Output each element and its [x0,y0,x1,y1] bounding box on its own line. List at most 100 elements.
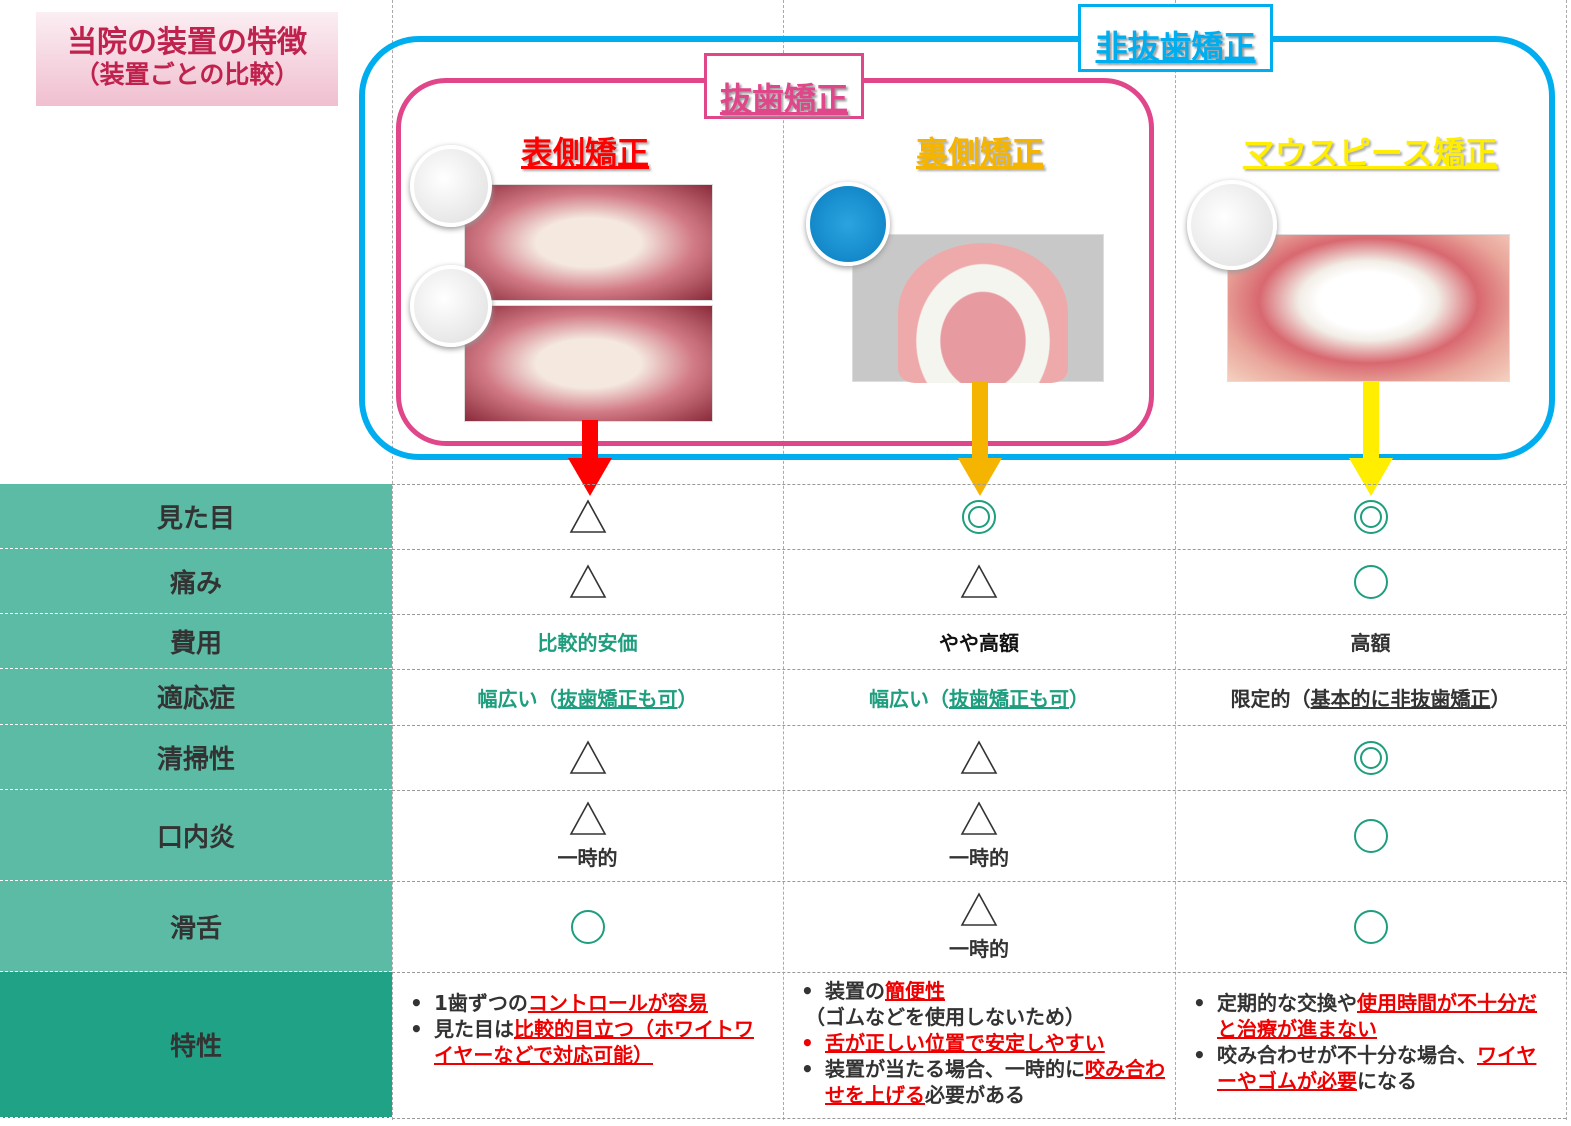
grid-line [392,725,1566,726]
table-cell: やや高額 [783,614,1175,669]
traits-text: 咬み合わせが不十分な場合、 [1217,1043,1477,1067]
page-title: 当院の装置の特徴 （装置ごとの比較） [36,12,338,106]
table-cell [392,484,783,549]
grid-line [392,549,1566,550]
row-label: 口内炎 [0,790,392,881]
aligner-tray-image [1187,180,1277,270]
table-cell [1175,484,1566,549]
traits-item: 見た目は比較的目立つ（ホワイトワイヤーなどで対応可能） [406,1016,773,1068]
cell-text-part: ） [677,686,698,711]
table-cell [783,549,1175,614]
title-line1: 当院の装置の特徴 [67,25,307,60]
extraction-label: 抜歯矯正 [704,53,864,119]
row-label: 特性 [0,972,392,1118]
lingual-bracket-image [806,182,890,266]
triangle-icon [569,801,606,835]
table-cell: 幅広い（抜歯矯正も可） [783,669,1175,725]
row-label: 費用 [0,614,392,669]
traits-item: 1歯ずつのコントロールが容易 [406,990,773,1016]
grid-line [392,0,393,1120]
cell-text-part: 限定的（ [1230,686,1311,711]
grid-line [392,614,1566,615]
table-cell: 高額 [1175,614,1566,669]
non-extraction-label: 非抜歯矯正 [1078,4,1273,72]
traits-item: 定期的な交換や使用時間が不十分だと治療が進まない [1189,990,1556,1042]
table-cell: 一時的 [783,881,1175,972]
grid-line [1566,0,1567,1120]
table-cell [1175,549,1566,614]
cell-note: 一時的 [557,846,618,870]
triangle-icon [960,892,998,926]
non-extraction-frame [359,36,1555,460]
title-line2: （装置ごとの比較） [74,60,300,89]
cell-text: やや高額 [939,631,1019,655]
cell-text-part: 抜歯矯正も可 [949,686,1069,711]
aligner-smile-photo [1227,234,1510,382]
table-cell: 一時的 [392,790,783,881]
arrow-lingual [958,382,1002,496]
column-heading-lingual: 裏側矯正 [915,134,1044,172]
cell-text: 比較的安価 [537,631,638,655]
triangle-icon [960,801,998,835]
table-cell [392,549,783,614]
table-cell: 一時的 [783,790,1175,881]
traits-list: 定期的な交換や使用時間が不十分だと治療が進まない咬み合わせが不十分な場合、ワイヤ… [1189,990,1556,1094]
cell-text: 限定的（基本的に非抜歯矯正） [1231,683,1511,712]
row-label: 見た目 [0,484,392,549]
traits-text: 簡便性 [885,979,945,1003]
cell-text-part: 抜歯矯正も可 [557,686,678,711]
traits-text: 定期的な交換や [1217,991,1357,1015]
double-circle-icon [1353,499,1388,534]
circle-icon [1353,818,1388,853]
metal-bracket-image [410,145,492,227]
traits-text: 使用時間が不十分だと治療が進まない [1217,991,1537,1041]
traits-item: 咬み合わせが不十分な場合、ワイヤーやゴムが必要になる [1189,1042,1556,1094]
cell-note: 一時的 [949,937,1009,961]
labial-braces-lower-photo [464,305,713,422]
traits-item: 装置が当たる場合、一時的に咬み合わせを上げる必要がある [797,1056,1165,1108]
grid-line [392,881,1566,882]
cell-text-part: 幅広い（ [477,686,558,711]
row-label: 痛み [0,549,392,614]
table-cell [1175,725,1566,790]
cell-text: 幅広い（抜歯矯正も可） [478,683,698,712]
triangle-icon [569,563,606,598]
traits-text: 舌が正しい位置で安定しやすい [825,1031,1105,1055]
column-heading-labial: 表側矯正 [520,134,649,172]
triangle-icon [960,563,998,598]
traits-text: （ゴムなどを使用しないため） [805,1005,1085,1029]
cell-text: 高額 [1350,631,1391,655]
table-cell: 比較的安価 [392,614,783,669]
circle-icon [1353,909,1388,944]
table-cell [1175,881,1566,972]
table-cell [392,725,783,790]
traits-text: 装置が当たる場合、一時的に [825,1057,1085,1081]
traits-text: 咬み合わせを上げる [825,1057,1165,1107]
grid-line [392,1118,1566,1119]
circle-icon [1353,564,1388,599]
cell-text-part: ） [1069,686,1089,711]
cell-text-part: ） [1490,686,1511,711]
traits-text: になる [1357,1069,1417,1093]
traits-text: 必要がある [925,1083,1025,1107]
table-cell: 幅広い（抜歯矯正も可） [392,669,783,725]
grid-line [392,669,1566,670]
arrow-aligner [1349,382,1393,496]
grid-line [392,484,1566,485]
triangle-icon [569,498,606,533]
ceramic-bracket-image [410,265,492,347]
grid-line [392,790,1566,791]
traits-text: コントロールが容易 [527,991,708,1015]
traits-text: 1歯ずつの [434,991,528,1015]
traits-list: 1歯ずつのコントロールが容易見た目は比較的目立つ（ホワイトワイヤーなどで対応可能… [406,990,773,1068]
arrow-labial [568,420,612,496]
traits-text: ワイヤーやゴムが必要 [1217,1043,1537,1093]
grid-line [392,972,1566,973]
cell-text-part: 幅広い（ [869,686,949,711]
traits-text: 装置の [825,979,885,1003]
traits-text: 比較的目立つ（ホワイトワイヤーなどで対応可能） [434,1017,754,1067]
traits-text: 見た目は [434,1017,514,1041]
traits-list: 装置の簡便性（ゴムなどを使用しないため）舌が正しい位置で安定しやすい装置が当たる… [797,978,1165,1108]
column-heading-aligner: マウスピース矯正 [1242,134,1498,172]
cell-note: 一時的 [949,846,1009,870]
